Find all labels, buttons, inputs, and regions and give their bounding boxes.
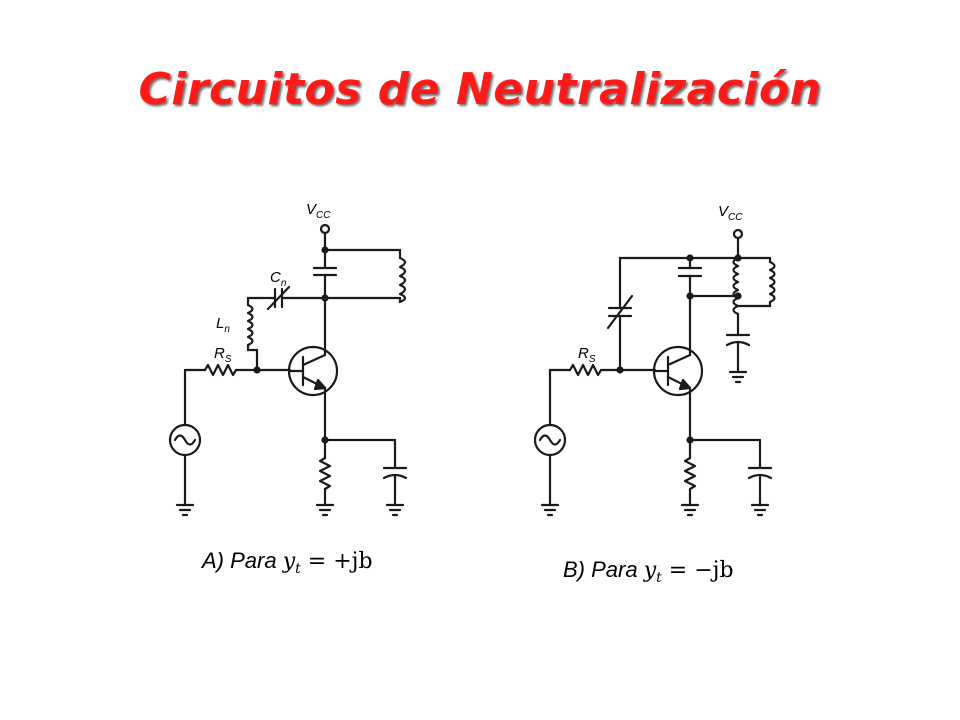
emitter-resistor-a xyxy=(318,456,332,491)
ln-label: Ln xyxy=(216,315,230,335)
circuit-a: VCC Cn Ln RS xyxy=(168,201,408,517)
ln-inductor xyxy=(246,303,254,347)
cn-label: Cn xyxy=(270,269,287,289)
rs-label-a: RS xyxy=(214,345,232,365)
ground-icon xyxy=(540,503,560,517)
tapped-inductor-b xyxy=(732,256,740,316)
rs-label-b: RS xyxy=(578,345,596,365)
vcc-terminal-a xyxy=(319,223,331,235)
ground-icon xyxy=(680,503,700,517)
tank-inductor-a xyxy=(398,256,407,304)
rs-resistor-b xyxy=(568,363,603,377)
caption-b-sub: t xyxy=(656,570,662,586)
caption-b: B) Para yt = −jb xyxy=(563,557,734,586)
ground-icon xyxy=(750,503,770,517)
caption-a-var: y xyxy=(282,549,296,574)
caption-b-prefix: B) Para xyxy=(563,557,644,582)
vcc-label-b: VCC xyxy=(718,203,743,223)
page-title: Circuitos de Neutralización xyxy=(138,64,822,115)
secondary-inductor-b xyxy=(768,260,776,304)
caption-a-prefix: A) Para xyxy=(202,548,283,573)
caption-a-sub: t xyxy=(295,561,301,577)
caption-a-rest: = +jb xyxy=(300,549,373,574)
ground-icon xyxy=(175,503,195,517)
emitter-resistor-b xyxy=(683,456,697,491)
vcc-label-a: VCC xyxy=(306,201,331,221)
vcc-terminal-b xyxy=(732,228,744,240)
caption-a: A) Para yt = +jb xyxy=(202,548,373,577)
caption-b-var: y xyxy=(643,558,657,583)
rs-resistor-a xyxy=(203,363,238,377)
circuit-b: VCC xyxy=(533,203,776,517)
ground-icon xyxy=(315,503,335,517)
ground-icon xyxy=(728,370,748,384)
ground-icon xyxy=(385,503,405,517)
caption-b-rest: = −jb xyxy=(661,558,734,583)
